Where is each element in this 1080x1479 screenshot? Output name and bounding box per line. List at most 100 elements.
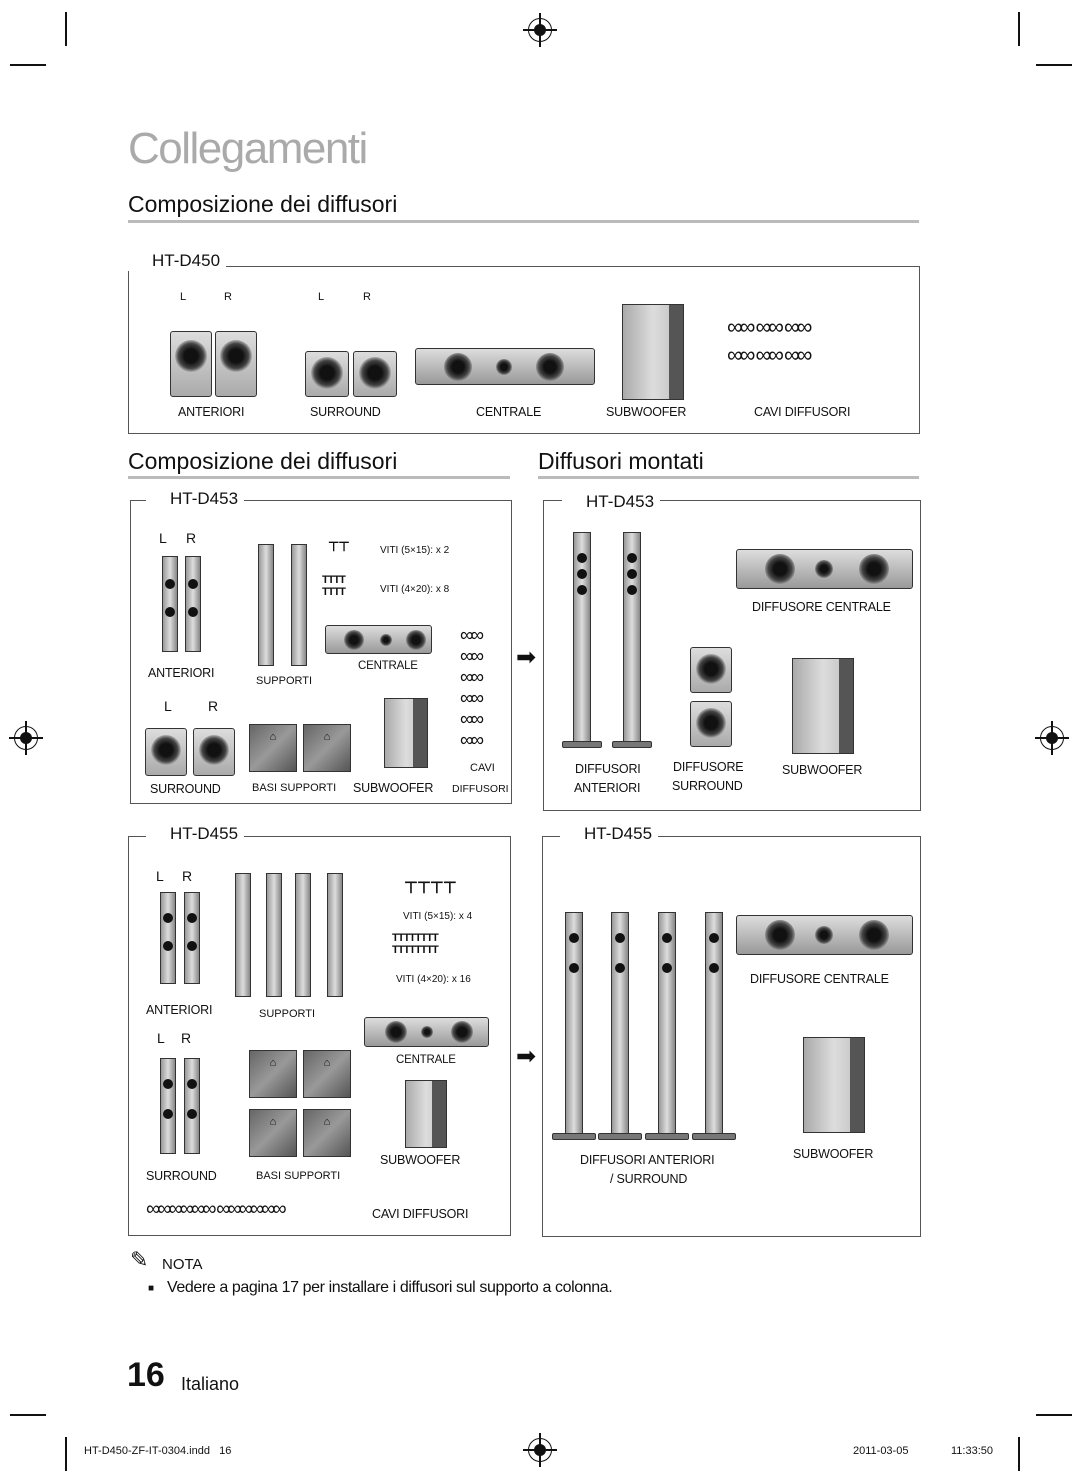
label-surround: DIFFUSORE xyxy=(673,760,744,774)
crop-mark xyxy=(1036,1414,1072,1416)
screws-b-label: VITI (4×20): x 8 xyxy=(380,584,450,595)
stand-foot xyxy=(612,741,652,748)
lr-label-l: L xyxy=(159,530,167,546)
mounted-front-speaker-right xyxy=(623,532,641,744)
label-surround: SURROUND xyxy=(672,779,743,793)
support-pole xyxy=(327,873,343,997)
subwoofer xyxy=(405,1080,447,1148)
label-subwoofer: SUBWOOFER xyxy=(782,763,863,777)
label-bases: BASI SUPPORTI xyxy=(256,1170,341,1182)
lr-label-l: L xyxy=(156,868,164,884)
lr-label-r: R xyxy=(181,1030,192,1046)
label-centre: CENTRALE xyxy=(396,1054,456,1066)
screws-icon: ⊤⊤⊤⊤ xyxy=(404,880,457,897)
support-pole xyxy=(291,544,307,666)
speaker-cables-icon: ∞∞ ∞∞ ∞∞ xyxy=(727,342,812,367)
page-language: Italiano xyxy=(181,1374,240,1394)
label-subwoofer: SUBWOOFER xyxy=(380,1153,461,1167)
surround-speaker-right xyxy=(353,351,397,397)
mounted-front-surround-speaker xyxy=(658,912,676,1136)
mounted-front-surround-speaker xyxy=(611,912,629,1136)
ht-d455-mounted-box xyxy=(542,836,921,1237)
mounted-centre-speaker xyxy=(736,549,913,589)
label-front: ANTERIORI xyxy=(574,781,641,795)
surround-speaker-right xyxy=(193,728,235,776)
speaker-cables-icon: ∞∞ ∞∞ ∞∞ xyxy=(727,314,812,339)
mounted-surround-speaker xyxy=(690,647,732,693)
label-surround: SURROUND xyxy=(150,782,221,796)
crop-mark xyxy=(1036,64,1072,66)
label-surround: SURROUND xyxy=(146,1169,217,1183)
registration-mark-icon xyxy=(523,13,557,47)
label-front: DIFFUSORI xyxy=(575,762,641,776)
centre-speaker xyxy=(325,625,432,654)
centre-speaker xyxy=(415,348,595,385)
label-supports: SUPPORTI xyxy=(259,1008,316,1020)
speaker-cables-icon: ∞∞∞∞∞∞ ∞∞∞∞∞∞ xyxy=(146,1198,287,1220)
crop-mark xyxy=(1018,1437,1020,1471)
section-rule xyxy=(128,220,919,223)
section-heading-mounted: Diffusori montati xyxy=(538,448,704,474)
ht-d453-model: HT-D453 xyxy=(146,489,245,509)
lr-label-r: R xyxy=(363,291,371,303)
support-base xyxy=(303,1109,351,1157)
label-supports: SUPPORTI xyxy=(256,675,313,687)
footer-file: HT-D450-ZF-IT-0304.indd 16 xyxy=(84,1445,232,1457)
surround-speaker-left xyxy=(160,1058,176,1154)
bullet-icon: ■ xyxy=(148,1283,155,1294)
section-heading-composition: Composizione dei diffusori xyxy=(128,448,398,474)
support-base xyxy=(249,1050,297,1098)
label-front: ANTERIORI xyxy=(178,405,245,419)
crop-mark xyxy=(65,12,67,46)
ht-d455-mounted-model: HT-D455 xyxy=(560,824,659,844)
note-heading: NOTA xyxy=(162,1256,203,1273)
footer-time: 11:33:50 xyxy=(951,1445,994,1457)
crop-mark xyxy=(10,1414,46,1416)
label-subwoofer: SUBWOOFER xyxy=(353,781,434,795)
screws-b-label: VITI (4×20): x 16 xyxy=(396,974,471,985)
page-title: Collegamenti xyxy=(128,124,368,173)
lr-label-r: R xyxy=(182,868,193,884)
footer-date: 2011-03-05 xyxy=(853,1445,909,1457)
section-heading-composition: Composizione dei diffusori xyxy=(128,191,398,217)
lr-label-r: R xyxy=(208,698,219,714)
section-rule xyxy=(538,476,919,479)
label-cables: CAVI xyxy=(470,762,495,774)
label-front-surround: DIFFUSORI ANTERIORI xyxy=(580,1153,715,1167)
support-pole xyxy=(258,544,274,666)
label-centre: CENTRALE xyxy=(358,660,418,672)
mounted-subwoofer xyxy=(803,1037,865,1133)
lr-label-l: L xyxy=(180,291,187,303)
front-speaker-right xyxy=(185,556,201,652)
centre-speaker xyxy=(364,1017,489,1047)
front-speaker-left xyxy=(160,892,176,984)
label-centre: CENTRALE xyxy=(476,405,542,419)
subwoofer xyxy=(622,304,684,400)
section-rule xyxy=(128,476,510,479)
arrow-right-icon: ➡ xyxy=(516,644,537,671)
ht-d453-mounted-model: HT-D453 xyxy=(562,492,661,512)
support-base xyxy=(303,1050,351,1098)
mounted-surround-speaker xyxy=(690,701,732,747)
mounted-centre-speaker xyxy=(736,915,913,955)
front-speaker-left xyxy=(170,331,212,397)
label-bases: BASI SUPPORTI xyxy=(252,782,337,794)
registration-mark-icon xyxy=(9,721,43,755)
lr-label-l: L xyxy=(318,291,325,303)
stand-foot xyxy=(598,1133,642,1140)
lr-label-l: L xyxy=(157,1030,165,1046)
label-subwoofer: SUBWOOFER xyxy=(606,405,687,419)
registration-mark-icon xyxy=(523,1433,557,1467)
label-subwoofer: SUBWOOFER xyxy=(793,1147,874,1161)
surround-speaker-left xyxy=(145,728,187,776)
label-surround: SURROUND xyxy=(310,405,381,419)
lr-label-r: R xyxy=(224,291,232,303)
stand-foot xyxy=(562,741,602,748)
mounted-subwoofer xyxy=(792,658,854,754)
front-speaker-right xyxy=(215,331,257,397)
lr-label-l: L xyxy=(164,698,172,714)
stand-foot xyxy=(692,1133,736,1140)
speaker-cables-icon: ∞∞∞∞∞∞∞∞∞∞∞∞ xyxy=(460,625,484,751)
